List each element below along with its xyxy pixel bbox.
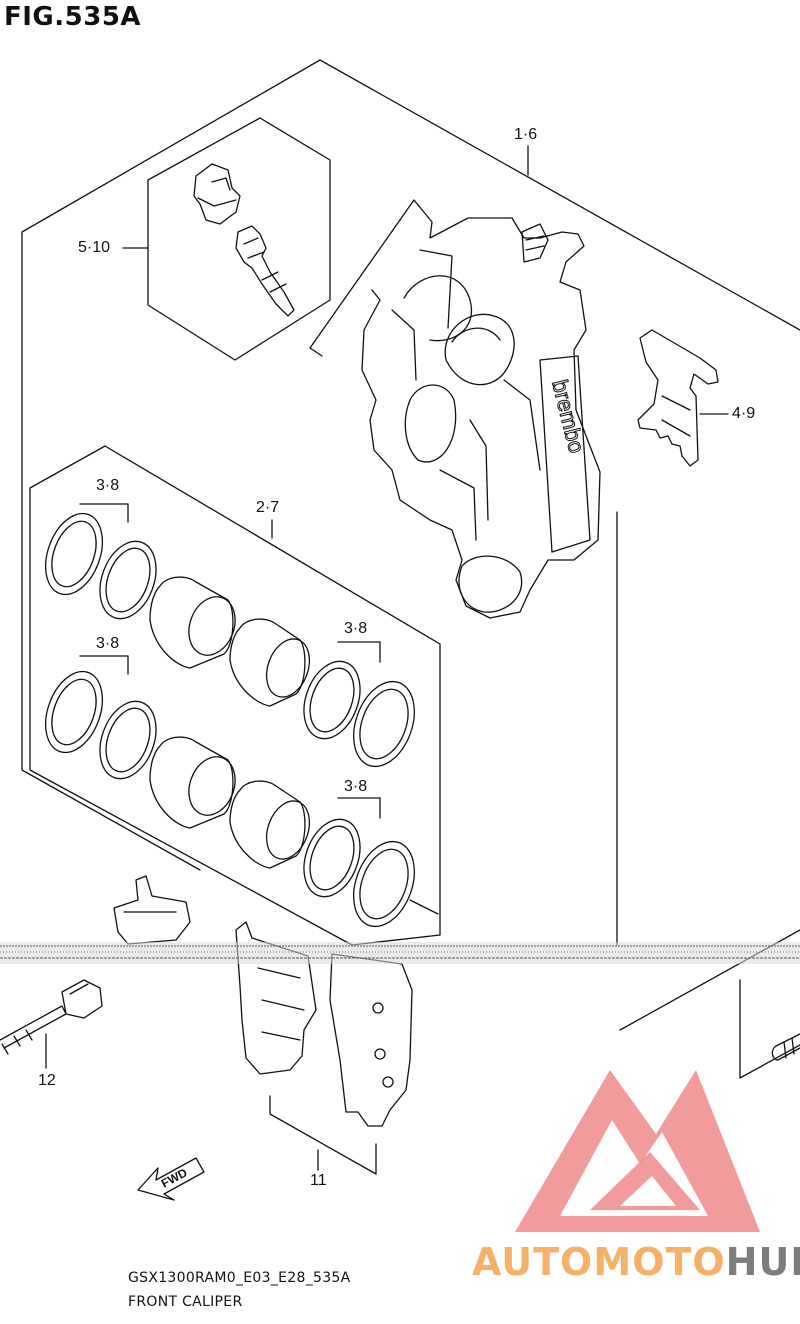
mount-bolt-right [771, 1033, 800, 1061]
caliper-body [309, 199, 601, 619]
watermark-text-hub: HUB [725, 1240, 800, 1284]
bracket-seal-d [337, 797, 381, 819]
caliper-logo-panel [539, 355, 591, 553]
seal-ring [359, 848, 409, 920]
pad-rivet [374, 1048, 386, 1060]
watermark-inner-triangle [590, 1152, 700, 1210]
seal-ring [359, 688, 409, 760]
leader-caliper-diag [309, 347, 323, 357]
piston [149, 576, 234, 669]
seal-ring [45, 512, 103, 596]
seal-ring [105, 707, 151, 773]
seal-ring [51, 678, 97, 746]
assembly-frame-right [616, 511, 800, 1079]
brake-pad [113, 875, 191, 945]
bracket-seal-c [337, 641, 381, 663]
piston [229, 618, 306, 707]
pad-bracket [269, 1095, 377, 1175]
watermark-text-moto: MOTO [593, 1240, 726, 1284]
seal-ring [99, 700, 157, 780]
scan-band [0, 942, 800, 964]
watermark-logo [515, 1070, 760, 1232]
seal-ring [353, 680, 415, 768]
bracket-seal-a [79, 503, 129, 523]
callout-caliper-assy: 1·6 [514, 126, 538, 143]
caliper-nipple [521, 223, 549, 263]
brake-pad [329, 953, 413, 1127]
seal-ring [309, 825, 355, 891]
piston [149, 736, 234, 829]
figure-title: FIG.535A [4, 2, 142, 32]
caliper-boss-inner [451, 327, 501, 343]
caliper-piston-bore-1 [403, 275, 473, 342]
watermark-inner-notch [620, 1176, 676, 1206]
callout-seal-set-a: 3·8 [96, 477, 120, 494]
leader-seal-box [409, 899, 439, 915]
callout-seal-set-d: 3·8 [344, 778, 368, 795]
seal-ring [45, 670, 103, 754]
caliper-mount-lug [458, 555, 523, 613]
callout-seal-set-b: 3·8 [96, 635, 120, 652]
bleeder-box [147, 117, 331, 361]
caliper-boss [444, 313, 515, 386]
caliper-detail-lines [391, 249, 541, 541]
seal-ring [303, 818, 361, 898]
seal-ring [99, 540, 157, 620]
figure-name: FRONT CALIPER [128, 1294, 243, 1310]
caliper-piston-bore-2 [404, 384, 457, 463]
seal-box [29, 445, 441, 946]
piston-face [188, 596, 236, 656]
assembly-frame [21, 59, 800, 1031]
callout-piston-set: 2·7 [256, 499, 280, 516]
bracket-seal-b [79, 655, 129, 675]
watermark-text: AUTOMOTOHUB [472, 1240, 800, 1284]
caliper-logo-text: brembo [547, 377, 589, 455]
piston-face [265, 800, 311, 860]
watermark-text-auto: AUTO [472, 1240, 594, 1284]
piston-face [265, 638, 311, 698]
mount-bolt [0, 979, 103, 1055]
callout-pad-set: 11 [310, 1172, 327, 1189]
callout-pad-spring: 4·9 [732, 405, 756, 422]
seal-ring [51, 520, 97, 588]
pad-rivet [382, 1076, 394, 1088]
callout-bleeder-kit: 5·10 [78, 239, 111, 256]
callout-seal-set-c: 3·8 [344, 620, 368, 637]
figure-code: GSX1300RAM0_E03_E28_535A [128, 1270, 351, 1286]
bleeder-cap [193, 163, 241, 225]
seal-ring [353, 840, 415, 928]
brake-pad [235, 921, 317, 1075]
callout-mount-bolt: 12 [38, 1072, 56, 1089]
fwd-arrow [137, 1157, 205, 1201]
seal-ring [309, 667, 355, 733]
seal-ring [303, 660, 361, 740]
pad-rivet [372, 1002, 384, 1014]
seal-ring [105, 547, 151, 613]
pad-spring [637, 329, 719, 467]
bleeder-screw [235, 225, 295, 317]
piston-face [188, 756, 236, 816]
piston [229, 780, 306, 869]
